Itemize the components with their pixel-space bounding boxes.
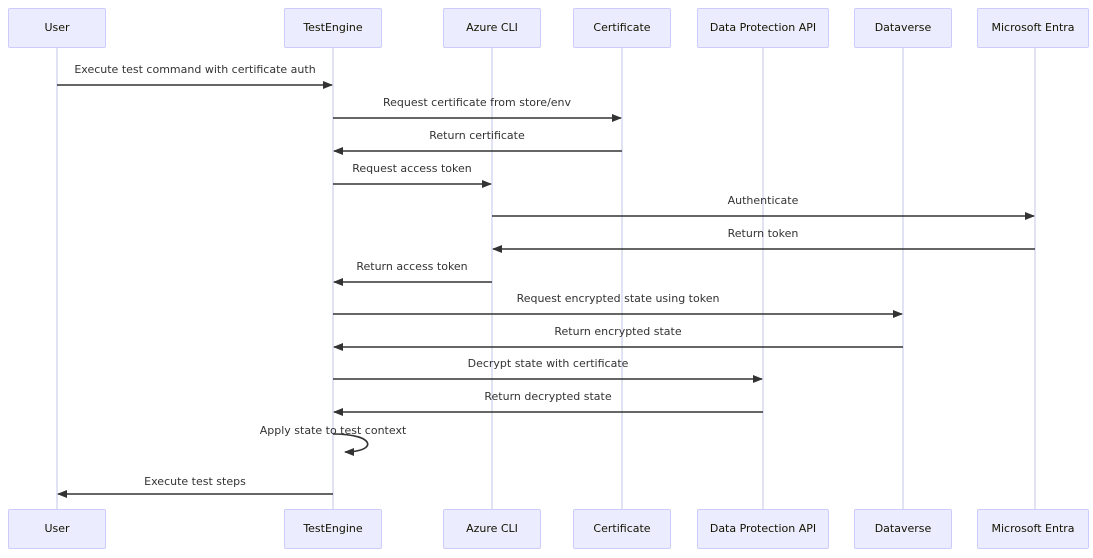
message-label-12: Apply state to test context: [259, 424, 407, 437]
participant-label: Azure CLI: [466, 521, 518, 535]
participant-label: TestEngine: [303, 20, 363, 34]
message-label-5: Authenticate: [727, 194, 799, 207]
message-label-3: Return certificate: [429, 129, 525, 142]
message-label-2: Request certificate from store/env: [382, 96, 572, 109]
message-label-4: Request access token: [352, 162, 472, 175]
participant-label: Azure CLI: [466, 20, 518, 34]
participant-label: User: [44, 20, 70, 34]
participant-label: Dataverse: [874, 521, 932, 535]
participant-label: Microsoft Entra: [991, 521, 1075, 535]
message-label-7: Return access token: [356, 260, 468, 273]
participant-label: Data Protection API: [709, 521, 817, 535]
participant-label: Microsoft Entra: [991, 20, 1075, 34]
participant-top-user[interactable]: User: [8, 8, 106, 48]
message-arrows-group: [57, 81, 1035, 498]
participant-top-dataprotection[interactable]: Data Protection API: [697, 8, 829, 48]
lifelines-group: [56, 48, 1036, 509]
participant-top-certificate[interactable]: Certificate: [573, 8, 671, 48]
participant-label: Data Protection API: [709, 20, 817, 34]
message-label-6: Return token: [727, 227, 799, 240]
participant-bottom-dataprotection[interactable]: Data Protection API: [697, 509, 829, 549]
participant-bottom-entra[interactable]: Microsoft Entra: [977, 509, 1089, 549]
message-label-9: Return encrypted state: [554, 325, 682, 338]
participant-top-azurecli[interactable]: Azure CLI: [443, 8, 541, 48]
message-label-10: Decrypt state with certificate: [467, 357, 629, 370]
participant-label: Dataverse: [874, 20, 932, 34]
message-label-13: Execute test steps: [144, 475, 246, 488]
participant-bottom-dataverse[interactable]: Dataverse: [854, 509, 952, 549]
message-label-8: Request encrypted state using token: [516, 292, 720, 305]
participant-bottom-azurecli[interactable]: Azure CLI: [443, 509, 541, 549]
participant-bottom-testengine[interactable]: TestEngine: [284, 509, 382, 549]
participant-label: TestEngine: [303, 521, 363, 535]
participant-bottom-certificate[interactable]: Certificate: [573, 509, 671, 549]
participant-label: Certificate: [593, 521, 651, 535]
participant-label: User: [44, 521, 70, 535]
message-arrow-self-12: [332, 433, 369, 456]
participant-top-dataverse[interactable]: Dataverse: [854, 8, 952, 48]
participant-top-entra[interactable]: Microsoft Entra: [977, 8, 1089, 48]
participant-bottom-user[interactable]: User: [8, 509, 106, 549]
participant-top-testengine[interactable]: TestEngine: [284, 8, 382, 48]
participant-label: Certificate: [593, 20, 651, 34]
message-label-11: Return decrypted state: [484, 390, 612, 403]
message-label-1: Execute test command with certificate au…: [74, 63, 316, 76]
